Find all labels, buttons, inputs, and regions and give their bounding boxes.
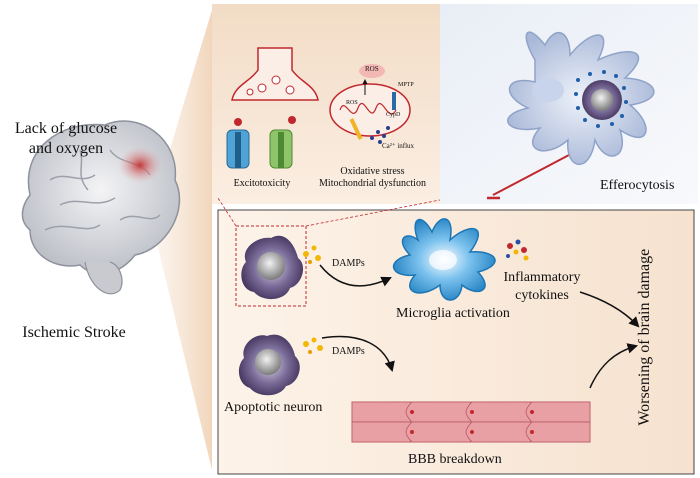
mito-dysfunction-label: Mitochondrial dysfunction: [319, 178, 426, 189]
cytokines-line-1: Inflammatory: [503, 270, 581, 285]
cytokine-particles: [506, 239, 529, 261]
damps-particles-2: [303, 337, 323, 354]
oxidative-stress-label: Oxidative stress: [340, 166, 405, 177]
mptp-label: MPTP: [398, 82, 414, 88]
microglia-activation-label: Microglia activation: [396, 306, 510, 321]
zoom-box: [235, 225, 307, 307]
bbb-breakdown-label: BBB breakdown: [408, 452, 502, 467]
arrow-damps-to-bbb: [321, 335, 395, 373]
mitochondria-illustration: [329, 64, 411, 144]
cause-line-2: and oxygen: [28, 140, 104, 157]
efferocytosis-granules: [574, 70, 628, 128]
arrow-cytokines-to-damage: [579, 291, 640, 328]
synapse-illustration: [226, 47, 319, 169]
cause-line-1: Lack of glucose: [14, 120, 118, 137]
apoptotic-neuron-2: [238, 334, 300, 396]
activated-microglia: [392, 218, 496, 301]
damps-label-2: DAMPs: [332, 346, 365, 357]
ros-label: ROS: [365, 65, 379, 73]
brain-illustration: [21, 120, 181, 295]
efferocytosis-label: Efferocytosis: [600, 178, 675, 193]
bbb-vessel: [351, 401, 591, 443]
arrow-damps-to-microglia: [319, 264, 392, 287]
apoptotic-neuron-label: Apoptotic neuron: [224, 400, 323, 415]
outcome-label: Worsening of brain damage: [635, 248, 653, 426]
ros-small-label: ROS: [346, 100, 358, 106]
damps-label-1: DAMPs: [332, 258, 365, 269]
cytokines-line-2: cytokines: [515, 288, 569, 303]
zoom-wedge: [150, 10, 212, 470]
excitotoxicity-label: Excitotoxicity: [233, 178, 291, 189]
damps-particles-1: [303, 245, 321, 264]
ca-influx-label: Ca²⁺ influx: [382, 142, 415, 150]
apoptotic-neuron-1: [241, 235, 304, 300]
stroke-label: Ischemic Stroke: [22, 324, 126, 341]
efferocytosis-cell: [507, 31, 655, 166]
cypd-label: CypD: [386, 112, 401, 118]
arrow-bbb-to-damage: [589, 343, 639, 389]
